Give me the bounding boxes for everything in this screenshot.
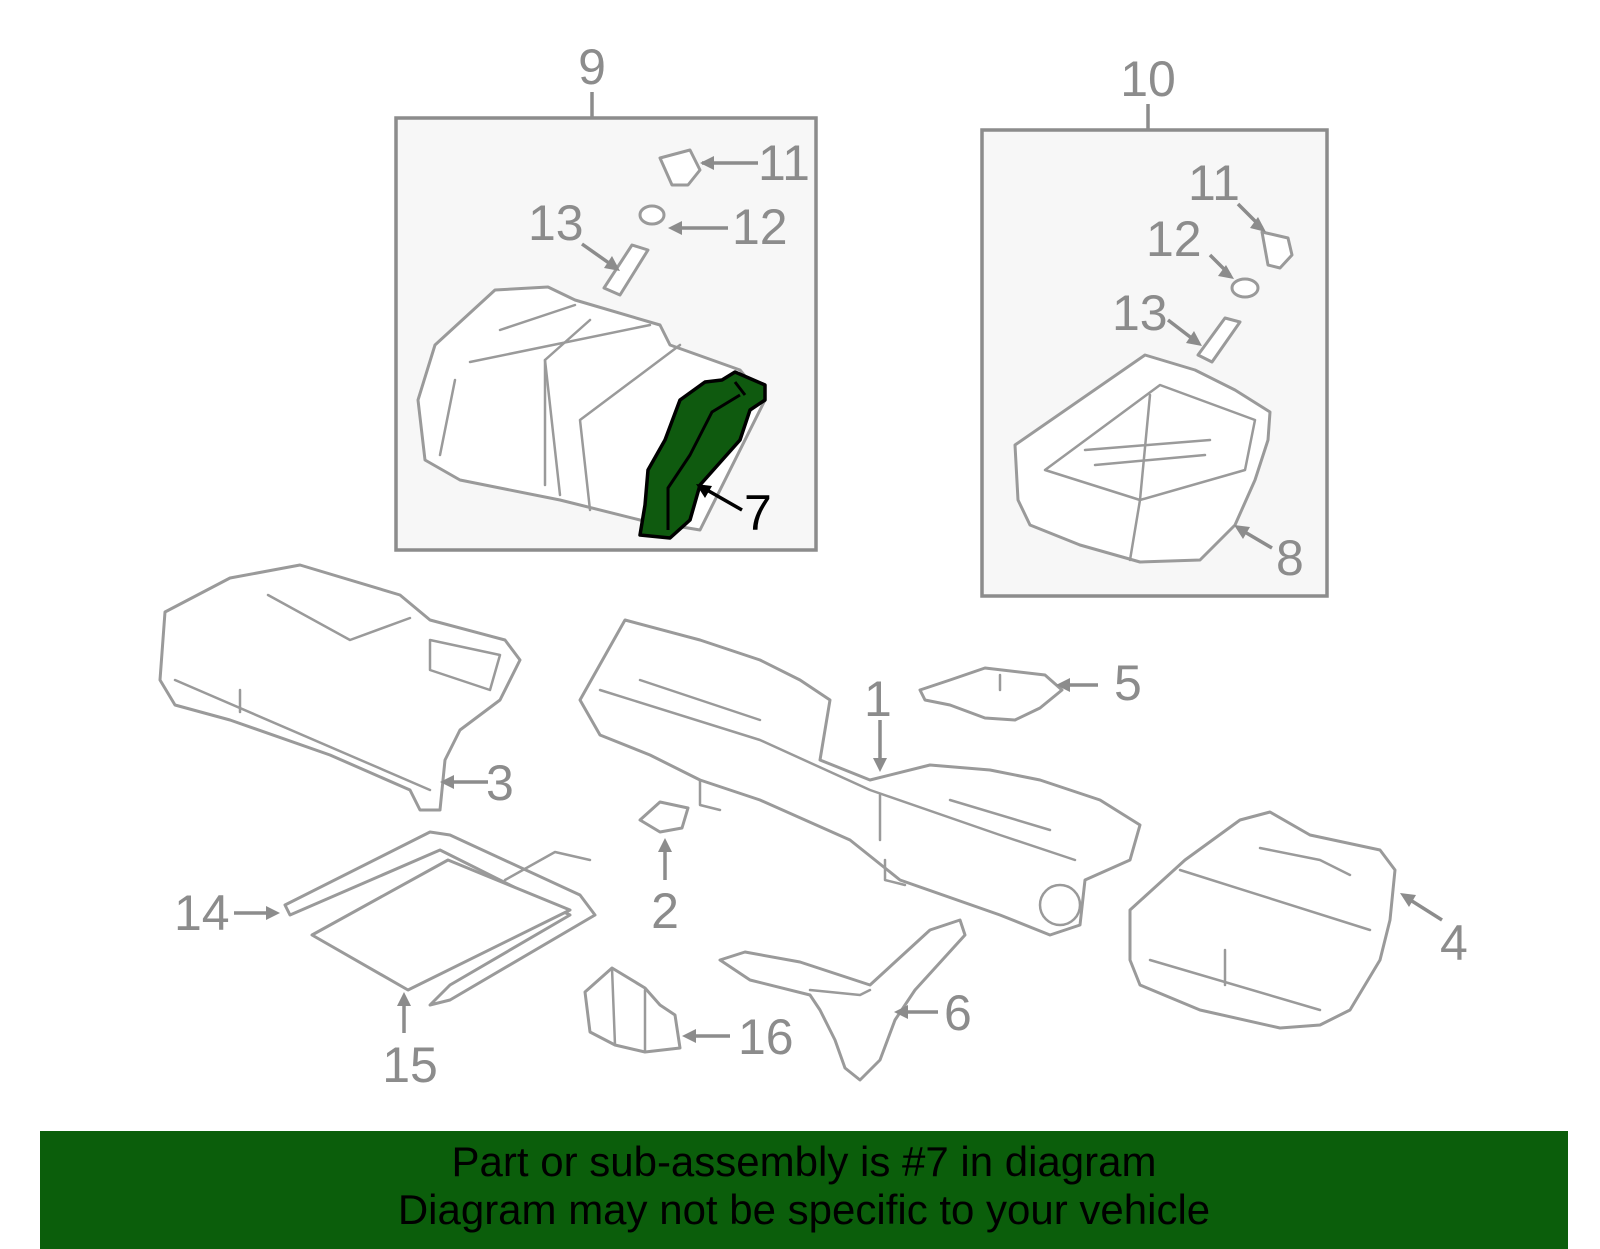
callout-13a: 13: [528, 195, 584, 251]
clip-11-icon: [658, 148, 702, 187]
callout-7: 7: [744, 485, 772, 541]
banner-line-part: Part or sub-assembly is #7 in diagram: [451, 1138, 1157, 1185]
banner-line-disclaimer: Diagram may not be specific to your vehi…: [397, 1186, 1211, 1233]
callout-3: 3: [486, 755, 514, 811]
part-2-clip: [638, 800, 690, 834]
callout-16: 16: [738, 1009, 794, 1065]
info-banner: Part or sub-assembly is #7 in diagram Di…: [40, 1131, 1568, 1249]
seat-back-assembly-box: [394, 92, 818, 552]
callout-14: 14: [174, 885, 230, 941]
part-15-heater-pad: [310, 858, 572, 992]
callout-6: 6: [944, 985, 972, 1041]
callout-9: 9: [578, 39, 606, 95]
grommet-12-icon: [1230, 277, 1260, 299]
part-1-center-frame: [578, 618, 1142, 937]
callout-13b: 13: [1112, 285, 1168, 341]
callout-4: 4: [1440, 915, 1468, 971]
callout-15: 15: [382, 1037, 438, 1093]
callout-5: 5: [1114, 655, 1142, 711]
part-3-side-frame: [158, 563, 522, 812]
guide-13-icon: [602, 243, 650, 297]
callout-11b: 11: [1188, 155, 1240, 211]
guide-13-icon: [1196, 316, 1242, 364]
callout-10: 10: [1120, 51, 1176, 107]
seat-cushion-assembly-box: [980, 104, 1329, 598]
part-6-bracket: [718, 918, 967, 1082]
seat-cushion: [1013, 353, 1272, 564]
grommet-12-icon: [638, 204, 666, 226]
part-7-highlight: [638, 370, 767, 540]
clip-11-icon: [1260, 230, 1294, 270]
part-16-module: [583, 966, 682, 1054]
part-14-heater-element: [283, 830, 597, 1007]
callout-12a: 12: [732, 199, 788, 255]
part-5-bracket: [918, 666, 1064, 722]
part-4-side-frame: [1128, 810, 1397, 1030]
callout-12b: 12: [1146, 211, 1202, 267]
callout-2: 2: [651, 883, 679, 939]
callout-8: 8: [1276, 530, 1304, 586]
callout-11a: 11: [758, 135, 810, 191]
callout-1: 1: [864, 671, 892, 727]
